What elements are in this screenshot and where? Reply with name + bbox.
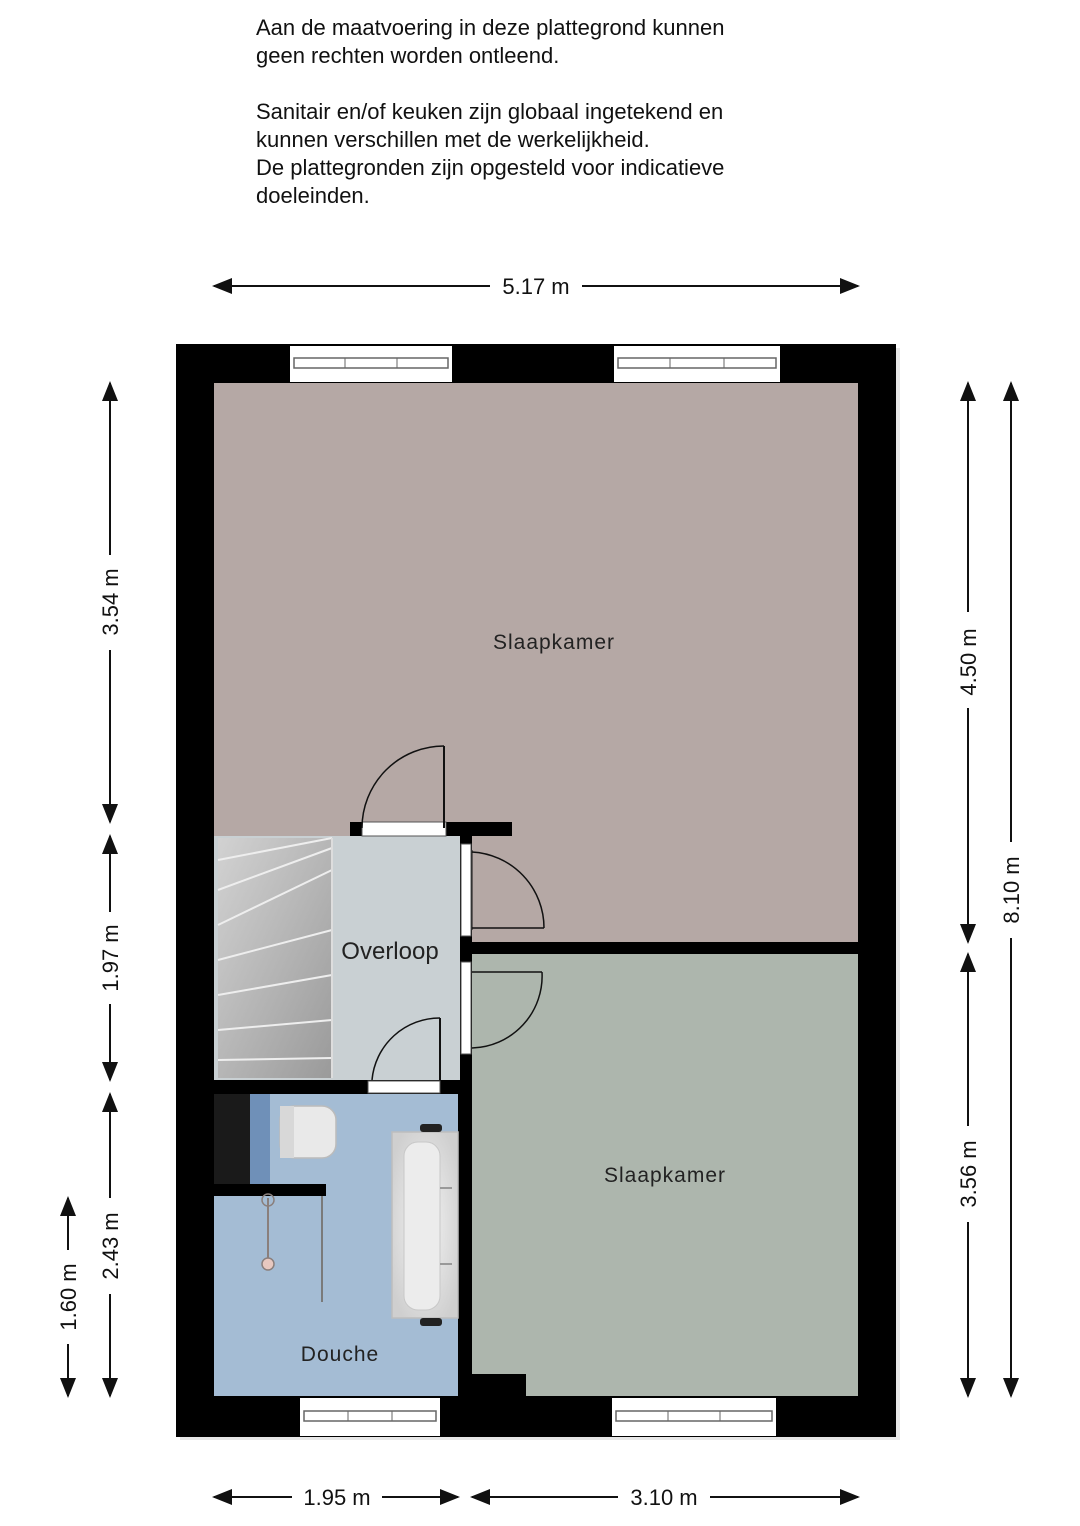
dimension-left-upper: 3.54 m xyxy=(98,381,123,824)
window xyxy=(300,1398,440,1436)
dimension-left-outer: 1.60 m xyxy=(56,1196,81,1398)
dimension-top: 5.17 m xyxy=(212,274,860,299)
dimension-label-left-outer: 1.60 m xyxy=(56,1263,81,1330)
dimension-label-right-total: 8.10 m xyxy=(999,856,1024,923)
disclaimer-line: geen rechten worden ontleend. xyxy=(256,43,560,68)
disclaimer-line: doeleinden. xyxy=(256,183,370,208)
room-bedroom-bottom xyxy=(472,954,858,1396)
dimension-right-lower: 3.56 m xyxy=(956,952,981,1398)
bathtub xyxy=(391,1124,459,1326)
dimension-label-right-lower: 3.56 m xyxy=(956,1140,981,1207)
wall-segment xyxy=(214,1094,250,1184)
dimension-label-left-middle: 1.97 m xyxy=(98,924,123,991)
dimension-bottom-right: 3.10 m xyxy=(470,1485,860,1510)
room-label-bedroom-bottom: Slaapkamer xyxy=(604,1164,726,1187)
dimension-left-middle: 1.97 m xyxy=(98,834,123,1082)
disclaimer-text: Aan de maatvoering in deze plattegrond k… xyxy=(256,14,876,210)
disclaimer-line: kunnen verschillen met de werkelijkheid. xyxy=(256,127,650,152)
wall-segment xyxy=(460,942,858,954)
dimension-right-total: 8.10 m xyxy=(999,381,1024,1398)
dimension-label-bottom-left: 1.95 m xyxy=(303,1485,370,1510)
shower-fixture xyxy=(261,1193,323,1302)
dimension-label-top: 5.17 m xyxy=(502,274,569,299)
disclaimer-line: Sanitair en/of keuken zijn globaal inget… xyxy=(256,99,724,124)
room-label-landing: Overloop xyxy=(341,938,438,965)
room-label-shower: Douche xyxy=(301,1343,379,1366)
disclaimer-paragraph-2: Sanitair en/of keuken zijn globaal inget… xyxy=(256,98,876,210)
dimension-right-upper: 4.50 m xyxy=(956,381,981,944)
window xyxy=(614,346,780,382)
disclaimer-line: De plattegronden zijn opgesteld voor ind… xyxy=(256,155,725,180)
dimension-left-lower: 2.43 m xyxy=(98,1092,123,1398)
wall-segment xyxy=(214,1184,326,1196)
dimension-label-left-upper: 3.54 m xyxy=(98,568,123,635)
dimension-bottom-left: 1.95 m xyxy=(212,1485,460,1510)
disclaimer-paragraph-1: Aan de maatvoering in deze plattegrond k… xyxy=(256,14,876,70)
door-bedroom-top-side xyxy=(460,843,545,937)
dimension-label-right-upper: 4.50 m xyxy=(956,628,981,695)
staircase xyxy=(217,837,333,1078)
door-shower xyxy=(367,1017,441,1094)
toilet xyxy=(250,1094,337,1184)
window xyxy=(612,1398,776,1436)
room-label-bedroom-top: Slaapkamer xyxy=(493,631,615,654)
window xyxy=(290,346,452,382)
door-bedroom-top xyxy=(361,745,447,837)
dimension-label-bottom-right: 3.10 m xyxy=(630,1485,697,1510)
dimension-label-left-lower: 2.43 m xyxy=(98,1212,123,1279)
door-bedroom-bottom xyxy=(460,961,543,1055)
disclaimer-line: Aan de maatvoering in deze plattegrond k… xyxy=(256,15,725,40)
